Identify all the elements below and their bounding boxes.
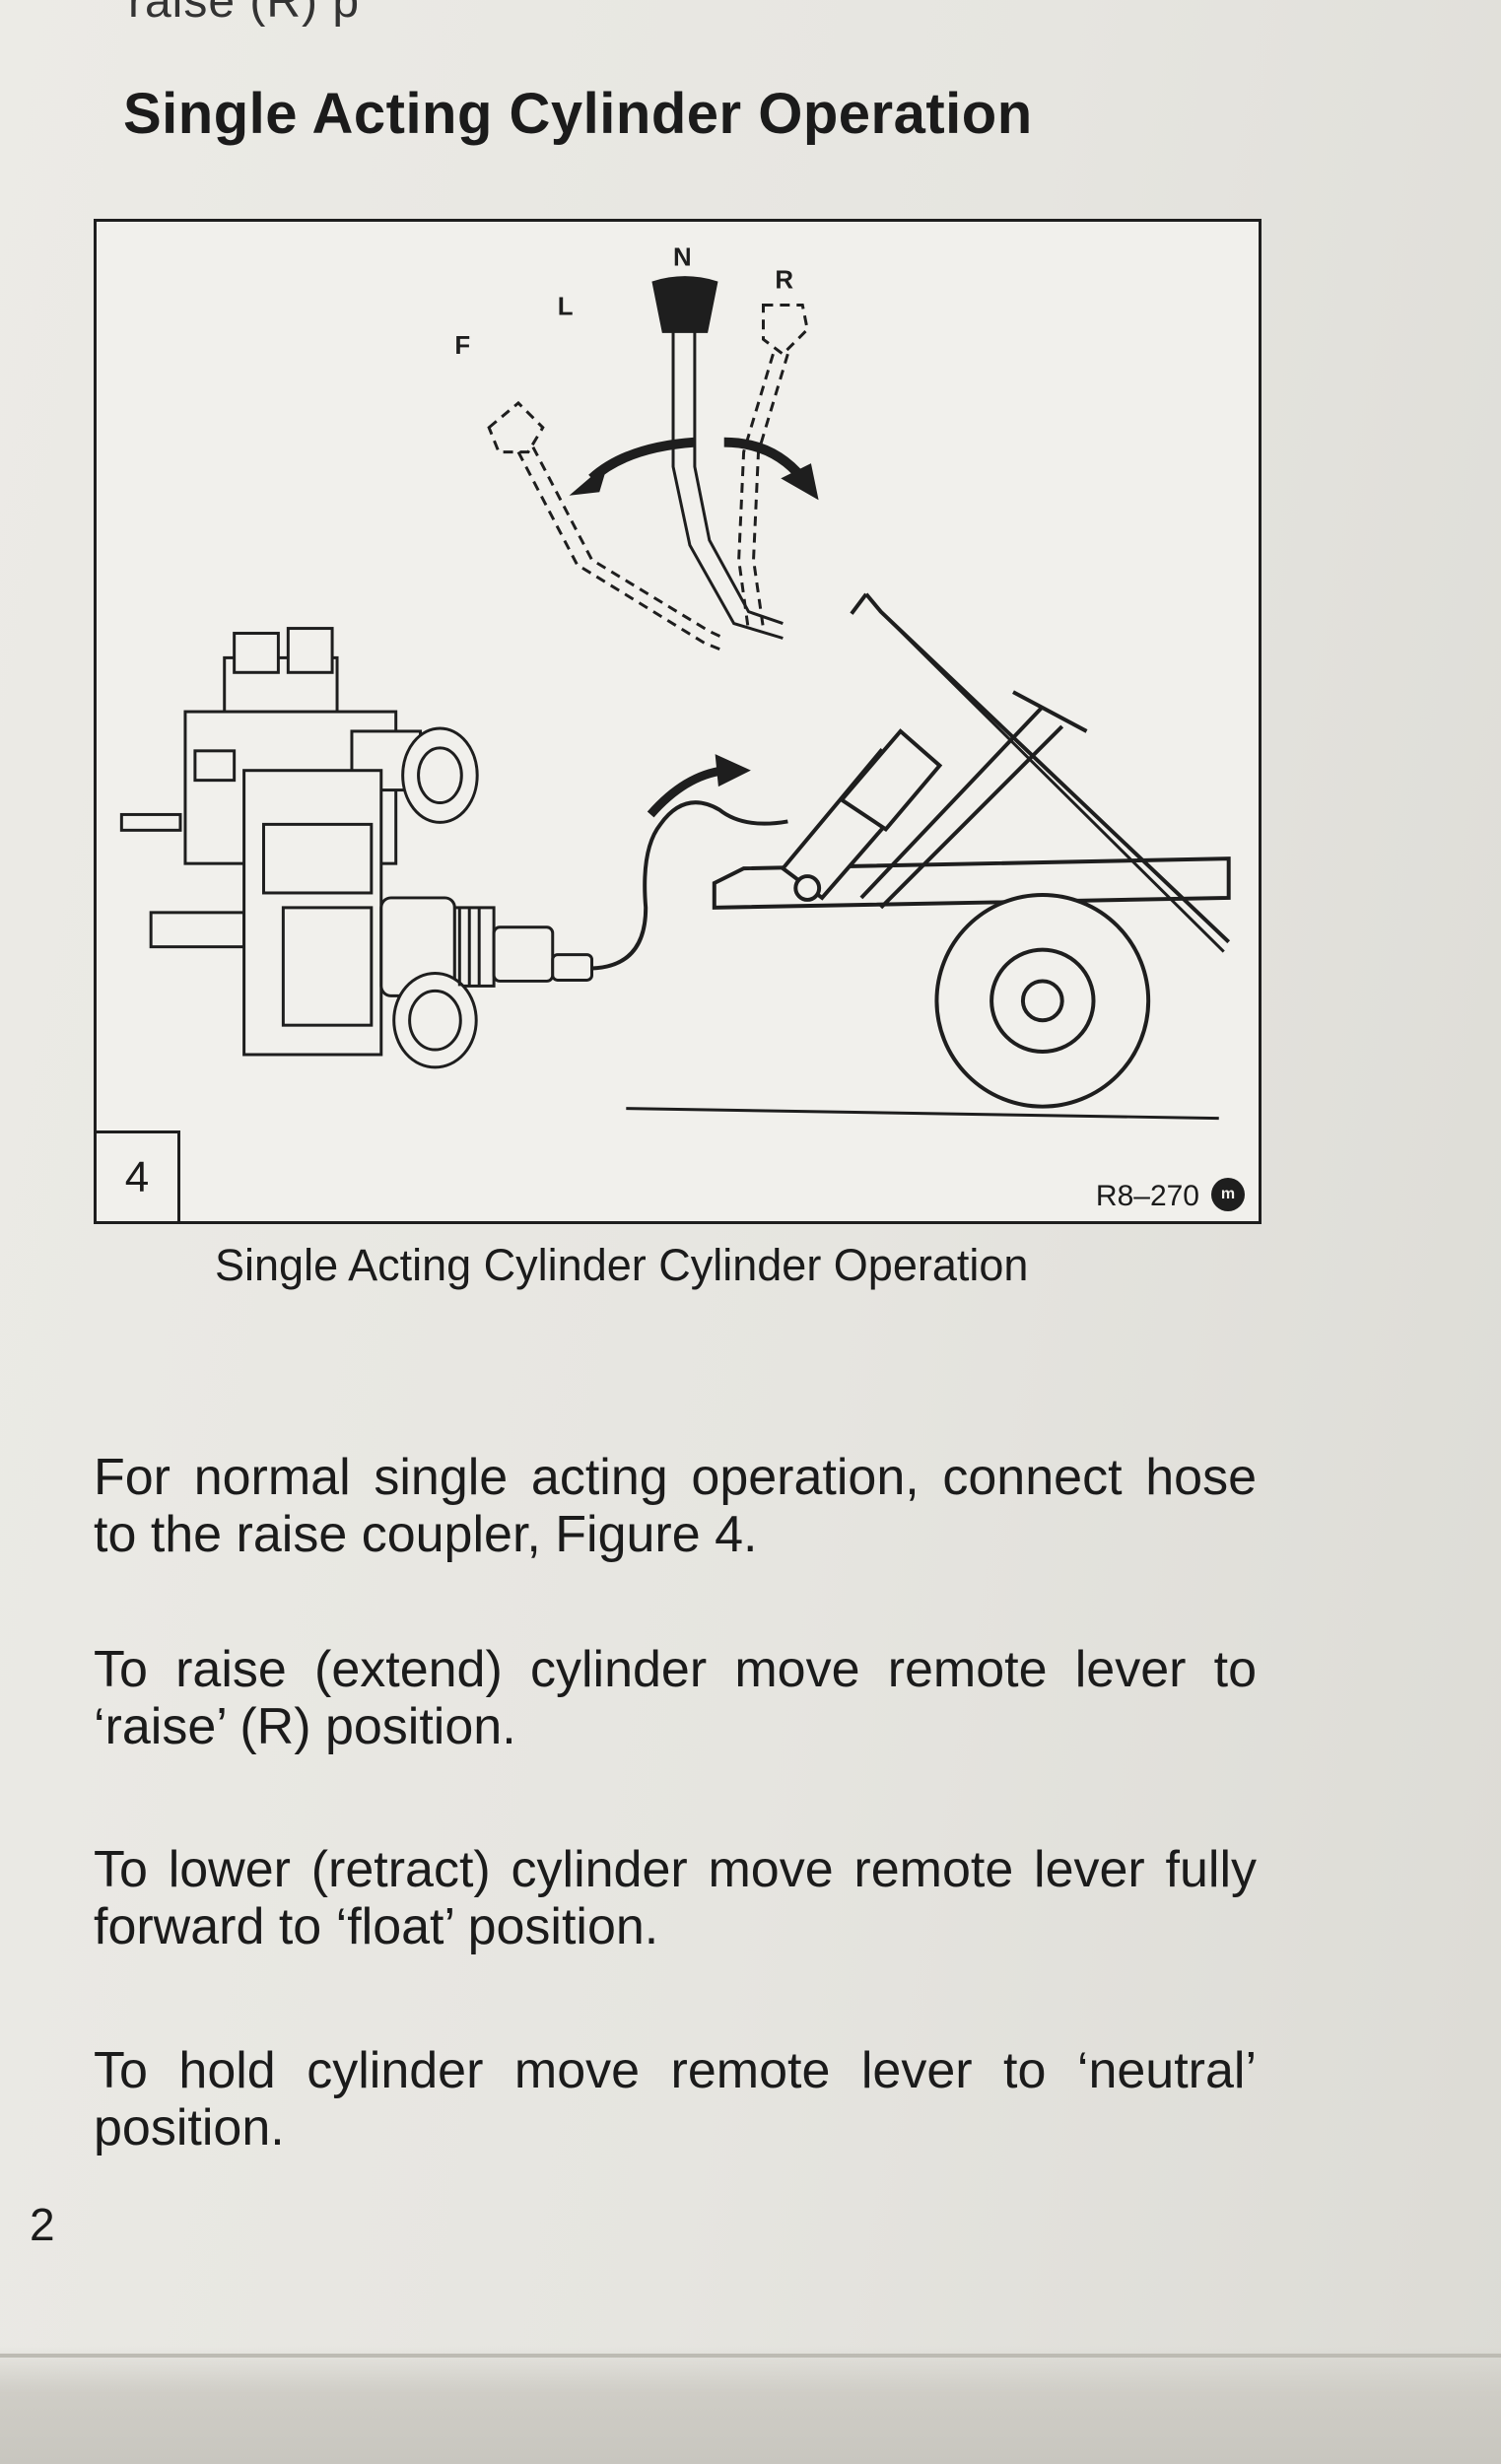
page-number: 2 [30, 2199, 55, 2250]
paragraph-raise: To raise (extend) cylinder move remote l… [94, 1641, 1257, 1755]
control-valve-assembly [119, 627, 594, 1069]
tipping-trailer [626, 592, 1231, 1121]
raise-arrow [647, 754, 751, 818]
lever-label-l: L [558, 293, 574, 320]
manufacturer-mark-icon: m [1211, 1178, 1245, 1211]
section-heading: Single Acting Cylinder Operation [123, 82, 1033, 146]
figure-number: 4 [97, 1130, 180, 1221]
lever-label-r: R [775, 267, 793, 295]
hydraulic-diagram: F L N R [119, 244, 1231, 1121]
paragraph-hold: To hold cylinder move remote lever to ‘n… [94, 2042, 1257, 2156]
lever-arrows [569, 437, 819, 501]
lever-raise-position [737, 304, 809, 632]
running-head: raise (R) p [128, 0, 361, 28]
lever-neutral [651, 276, 784, 640]
lever-label-n: N [673, 244, 692, 272]
paragraph-lower: To lower (retract) cylinder move remote … [94, 1841, 1257, 1955]
page-bottom-shadow [0, 2346, 1501, 2464]
hydraulic-hose [591, 800, 788, 971]
figure-reference: R8–270 [1095, 1180, 1199, 1212]
lever-float-position [487, 400, 725, 652]
paragraph-connect-hose: For normal single acting operation, conn… [94, 1449, 1257, 1563]
figure-4: F L N R [94, 219, 1262, 1224]
page-edge [0, 2354, 1501, 2358]
lever-label-f: F [454, 332, 470, 360]
figure-caption: Single Acting Cylinder Cylinder Operatio… [215, 1240, 1029, 1290]
